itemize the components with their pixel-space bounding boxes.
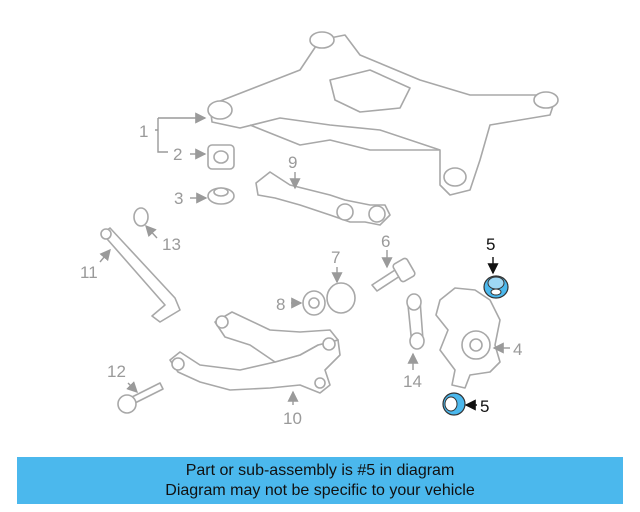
callout-5-top: 5 (486, 235, 495, 254)
callout-3: 3 (174, 189, 183, 208)
info-banner: Part or sub-assembly is #5 in diagram Di… (17, 457, 623, 504)
upper-arm-part-9 (255, 171, 391, 226)
callout-4: 4 (513, 340, 522, 359)
bolt-part-12 (117, 382, 164, 414)
bushing-part-5-top[interactable] (483, 275, 509, 299)
callout-9: 9 (288, 153, 297, 172)
callout-14: 14 (403, 372, 422, 391)
link-part-14 (406, 293, 425, 350)
callout-13: 13 (162, 235, 181, 254)
callout-2: 2 (173, 145, 182, 164)
stabilizer-link-part-11 (100, 227, 181, 323)
callout-1: 1 (139, 122, 148, 141)
callout-6: 6 (381, 232, 390, 251)
parts-diagram: 1 2 3 4 5 5 6 7 8 9 10 11 12 13 14 (80, 31, 559, 428)
callout-8: 8 (276, 295, 285, 314)
bushing-part-8 (302, 290, 326, 316)
callout-5-bottom: 5 (480, 397, 489, 416)
banner-line-2: Diagram may not be specific to your vehi… (165, 482, 475, 499)
bushing-part-2 (207, 144, 235, 170)
subframe-part (207, 31, 559, 196)
bushing-part-5-bottom[interactable] (442, 392, 466, 416)
callout-10: 10 (283, 409, 302, 428)
callout-11: 11 (80, 263, 98, 282)
leader-lines (99, 118, 510, 411)
banner-line-1: Part or sub-assembly is #5 in diagram (185, 462, 455, 479)
bushing-part-3 (207, 187, 235, 205)
washer-part-13 (133, 207, 149, 227)
bolt-part-6 (371, 257, 416, 292)
seal-part-7 (326, 282, 356, 314)
callout-7: 7 (331, 248, 340, 267)
callout-12: 12 (107, 362, 126, 381)
lower-arm-part-10 (169, 311, 341, 394)
knuckle-part-4 (435, 287, 501, 389)
